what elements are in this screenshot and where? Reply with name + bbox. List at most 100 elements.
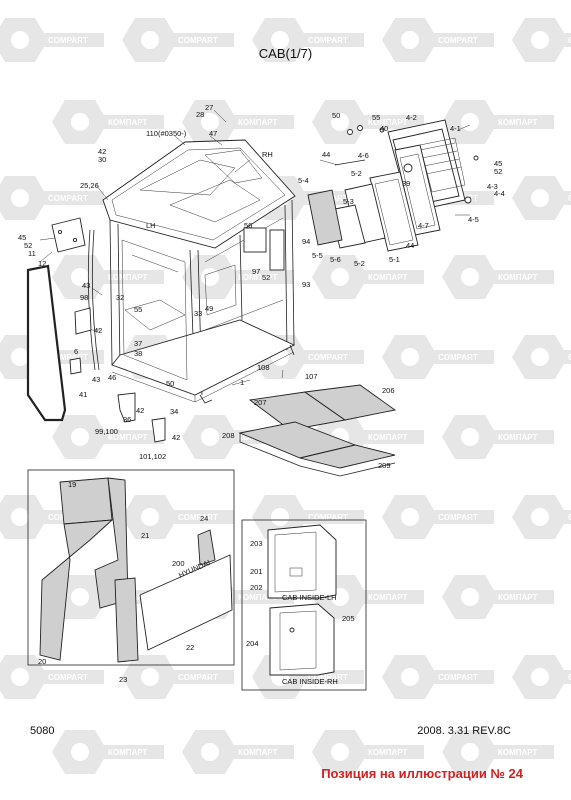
svg-text:КОМПАРТ: КОМПАРТ xyxy=(108,433,148,442)
callout-label: 5-3 xyxy=(343,197,354,206)
svg-text:КОМПАРТ: КОМПАРТ xyxy=(498,748,538,757)
callout-label: 45 xyxy=(18,233,26,242)
callout-label: 6 xyxy=(74,347,78,356)
watermark-logo: COMPART xyxy=(382,335,494,379)
callout-label: 50 xyxy=(166,379,174,388)
direction-label: LH xyxy=(146,221,156,230)
watermark-logo: COMPART xyxy=(122,18,234,62)
callout-label: 200 xyxy=(172,559,185,568)
callout-label: 37 xyxy=(134,339,142,348)
svg-text:COMPART: COMPART xyxy=(48,673,88,682)
watermark-logo: КОМПАРТ xyxy=(312,255,424,299)
callout-label: 39 xyxy=(402,179,410,188)
watermark-logo: COMPART xyxy=(512,18,571,62)
callout-label: 1 xyxy=(240,378,244,387)
svg-text:COMPART: COMPART xyxy=(438,673,478,682)
door-assembly xyxy=(307,119,479,252)
watermark-logo: COMPART xyxy=(252,18,364,62)
callout-label: 206 xyxy=(382,386,395,395)
callout-label: 97 xyxy=(252,267,260,276)
watermark-logo: КОМПАРТ xyxy=(52,255,164,299)
callout-label: 4-4 xyxy=(494,189,505,198)
callout-label: 30 xyxy=(98,155,106,164)
svg-text:COMPART: COMPART xyxy=(568,194,571,203)
callout-label: 52 xyxy=(494,167,502,176)
watermark-logo: COMPART xyxy=(122,495,234,539)
svg-text:КОМПАРТ: КОМПАРТ xyxy=(498,273,538,282)
svg-text:КОМПАРТ: КОМПАРТ xyxy=(238,273,278,282)
callout-label: 5-6 xyxy=(330,255,341,264)
model-number: 5080 xyxy=(30,725,55,737)
callout-label: 108 xyxy=(257,363,270,372)
callout-label: 93 xyxy=(302,280,310,289)
callout-label: 4-5 xyxy=(468,215,479,224)
watermark-logo: COMPART xyxy=(0,18,104,62)
callout-label: 4-2 xyxy=(406,113,417,122)
callout-label: 107 xyxy=(305,372,318,381)
watermark-logo: КОМПАРТ xyxy=(182,730,294,774)
callout-label: 209 xyxy=(378,461,391,470)
leader-lines xyxy=(39,109,471,386)
svg-text:COMPART: COMPART xyxy=(568,673,571,682)
callout-label: 99,100 xyxy=(95,427,118,436)
watermark-logo: КОМПАРТ xyxy=(52,100,164,144)
watermark-logo: КОМПАРТ xyxy=(312,730,424,774)
callout-label: 36 xyxy=(123,415,131,424)
watermark-logo: COMPART xyxy=(382,495,494,539)
callout-label: 204 xyxy=(246,639,259,648)
svg-text:COMPART: COMPART xyxy=(438,36,478,45)
insulation-panel xyxy=(27,469,235,666)
callout-label: 42 xyxy=(94,326,102,335)
svg-text:COMPART: COMPART xyxy=(308,36,348,45)
watermark-logo: COMPART xyxy=(512,495,571,539)
watermark-logo: КОМПАРТ xyxy=(52,415,164,459)
callout-label: 5-2 xyxy=(351,169,362,178)
svg-text:КОМПАРТ: КОМПАРТ xyxy=(238,748,278,757)
callout-label: 201 xyxy=(250,567,263,576)
callout-label: 49 xyxy=(205,304,213,313)
svg-text:КОМПАРТ: КОМПАРТ xyxy=(498,118,538,127)
callout-label: 45 xyxy=(494,159,502,168)
callout-label: 42 xyxy=(136,406,144,415)
callout-label: 4-3 xyxy=(487,182,498,191)
callout-label: 205 xyxy=(342,614,355,623)
callout-label: 44 xyxy=(406,241,414,250)
watermark-logo: COMPART xyxy=(382,18,494,62)
callout-label: 24 xyxy=(200,514,208,523)
svg-text:КОМПАРТ: КОМПАРТ xyxy=(368,433,408,442)
callout-label: 25,26 xyxy=(80,181,99,190)
svg-text:COMPART: COMPART xyxy=(178,513,218,522)
callout-label: 46 xyxy=(108,373,116,382)
svg-text:КОМПАРТ: КОМПАРТ xyxy=(368,748,408,757)
callout-label: 94 xyxy=(302,237,310,246)
svg-text:КОМПАРТ: КОМПАРТ xyxy=(238,593,278,602)
callout-label: 44 xyxy=(322,150,330,159)
callout-label: 33 xyxy=(194,309,202,318)
callout-label: 5-5 xyxy=(312,251,323,260)
callout-label: 50 xyxy=(332,111,340,120)
svg-text:КОМПАРТ: КОМПАРТ xyxy=(368,273,408,282)
callout-label: 40 xyxy=(380,124,388,133)
floor-mats xyxy=(238,384,397,477)
svg-text:COMPART: COMPART xyxy=(308,353,348,362)
watermark-logo: COMPART xyxy=(0,655,104,699)
cab-inside-panel xyxy=(241,519,367,691)
svg-text:COMPART: COMPART xyxy=(48,353,88,362)
callout-label: 21 xyxy=(141,531,149,540)
callout-label: 38 xyxy=(134,349,142,358)
svg-text:КОМПАРТ: КОМПАРТ xyxy=(368,118,408,127)
svg-text:COMPART: COMPART xyxy=(308,513,348,522)
callout-label: 5-1 xyxy=(389,255,400,264)
view-caption: CAB INSIDE-RH xyxy=(282,677,338,686)
callout-label: 203 xyxy=(250,539,263,548)
svg-text:COMPART: COMPART xyxy=(48,194,88,203)
callout-label: 20 xyxy=(38,657,46,666)
callout-label: 4-1 xyxy=(450,124,461,133)
watermark-logo: COMPART xyxy=(0,176,104,220)
watermark-logo: КОМПАРТ xyxy=(182,100,294,144)
watermark-logo: COMPART xyxy=(382,655,494,699)
svg-text:COMPART: COMPART xyxy=(178,36,218,45)
page-title: CAB(1/7) xyxy=(258,46,313,61)
callout-label: 34 xyxy=(170,407,178,416)
svg-text:COMPART: COMPART xyxy=(48,36,88,45)
